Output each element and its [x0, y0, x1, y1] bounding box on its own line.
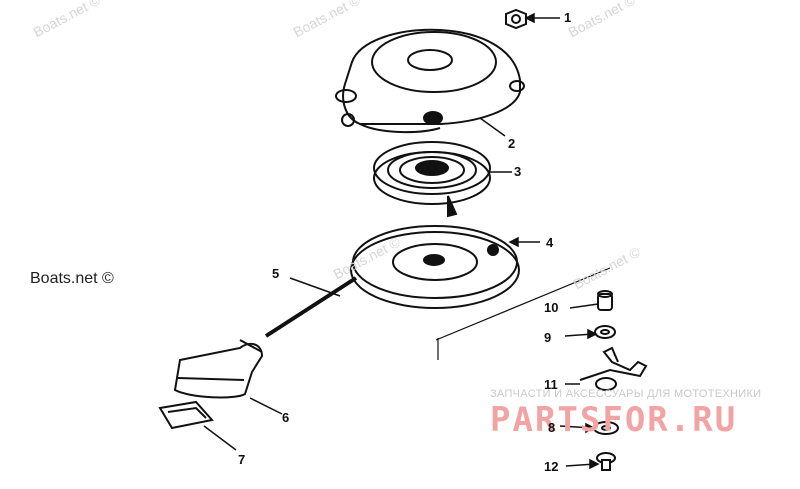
part-10-sleeve	[597, 290, 613, 311]
part-7-insert	[158, 400, 214, 430]
part-6-handle	[173, 339, 264, 399]
callout-8: 8	[548, 420, 556, 435]
callout-2: 2	[508, 136, 516, 151]
watermark: Boats.net ©	[30, 270, 114, 287]
part-2-housing	[335, 28, 525, 134]
callout-9: 9	[544, 330, 552, 345]
callout-1: 1	[564, 10, 572, 25]
part-3-spring	[373, 141, 491, 218]
part-4-pulley	[350, 225, 520, 309]
callout-7: 7	[238, 452, 246, 467]
callout-3: 3	[514, 164, 522, 179]
brand-logo: PARTSFOR.RU	[490, 400, 738, 440]
callout-5: 5	[272, 266, 280, 281]
part-1-nut	[505, 8, 527, 30]
callout-6: 6	[282, 410, 290, 425]
callout-10: 10	[544, 300, 559, 315]
part-9-washer	[594, 325, 616, 339]
brand-subtitle: ЗАПЧАСТИ И АКСЕССУАРЫ ДЛЯ МОТОТЕХНИКИ	[490, 388, 762, 400]
callout-11: 11	[544, 377, 558, 392]
callout-4: 4	[546, 235, 554, 250]
part-11-pawl	[579, 346, 648, 391]
part-12-screw	[596, 452, 616, 471]
part-5-rope	[264, 276, 358, 338]
callout-12: 12	[544, 459, 559, 474]
